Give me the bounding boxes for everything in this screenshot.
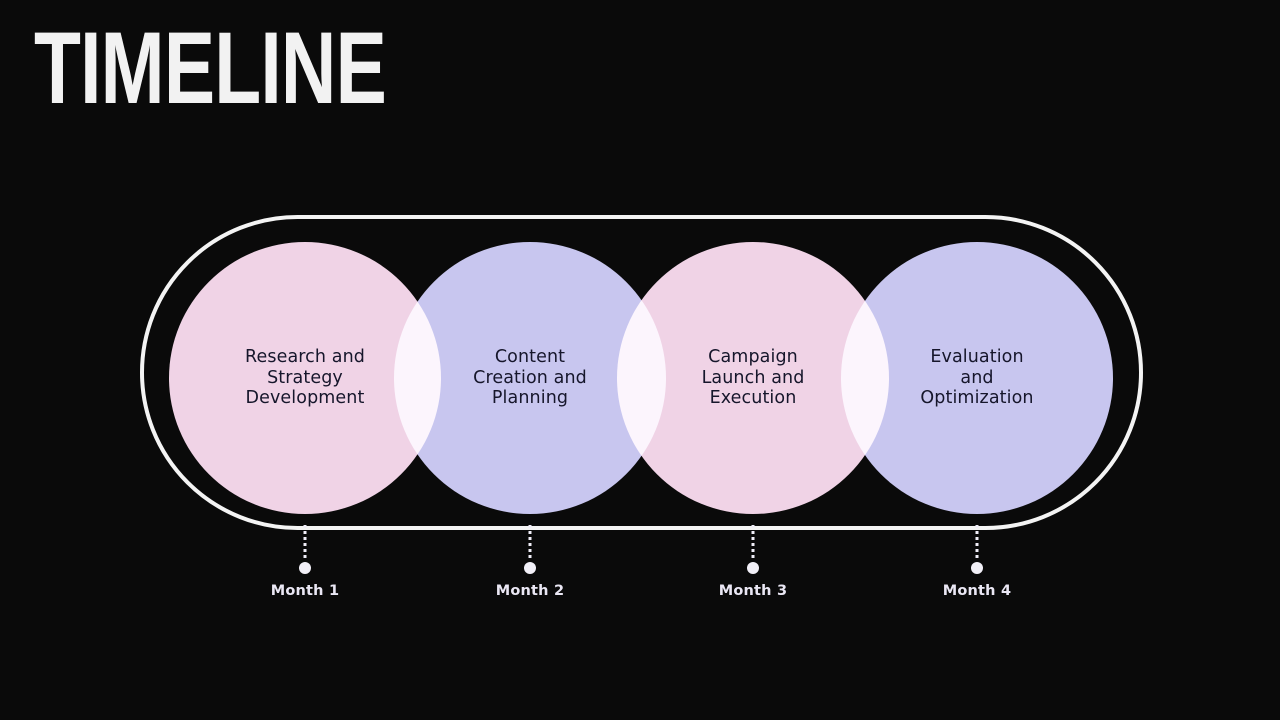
milestone-dot-icon [747,562,759,574]
page-title: TIMELINE [34,11,387,126]
month-label-2: Month 2 [495,583,565,599]
milestone-dot-icon [524,562,536,574]
dotted-connector-line [975,525,979,561]
dotted-connector-line [528,525,532,561]
dotted-connector-line [751,525,755,561]
month-label-3: Month 3 [718,583,788,599]
phase-label-1: Research and Strategy Development [245,347,365,408]
milestone-dot-icon [971,562,983,574]
milestone-dot-icon [299,562,311,574]
phase-circle-4[interactable] [841,242,1113,514]
month-label-1: Month 1 [270,583,340,599]
phase-label-4: Evaluation and Optimization [920,347,1034,408]
phase-label-2: Content Creation and Planning [473,347,587,408]
dotted-connector-line [303,525,307,561]
timeline-track-outline [140,215,1143,530]
month-label-4: Month 4 [942,583,1012,599]
phase-label-3: Campaign Launch and Execution [701,347,805,408]
